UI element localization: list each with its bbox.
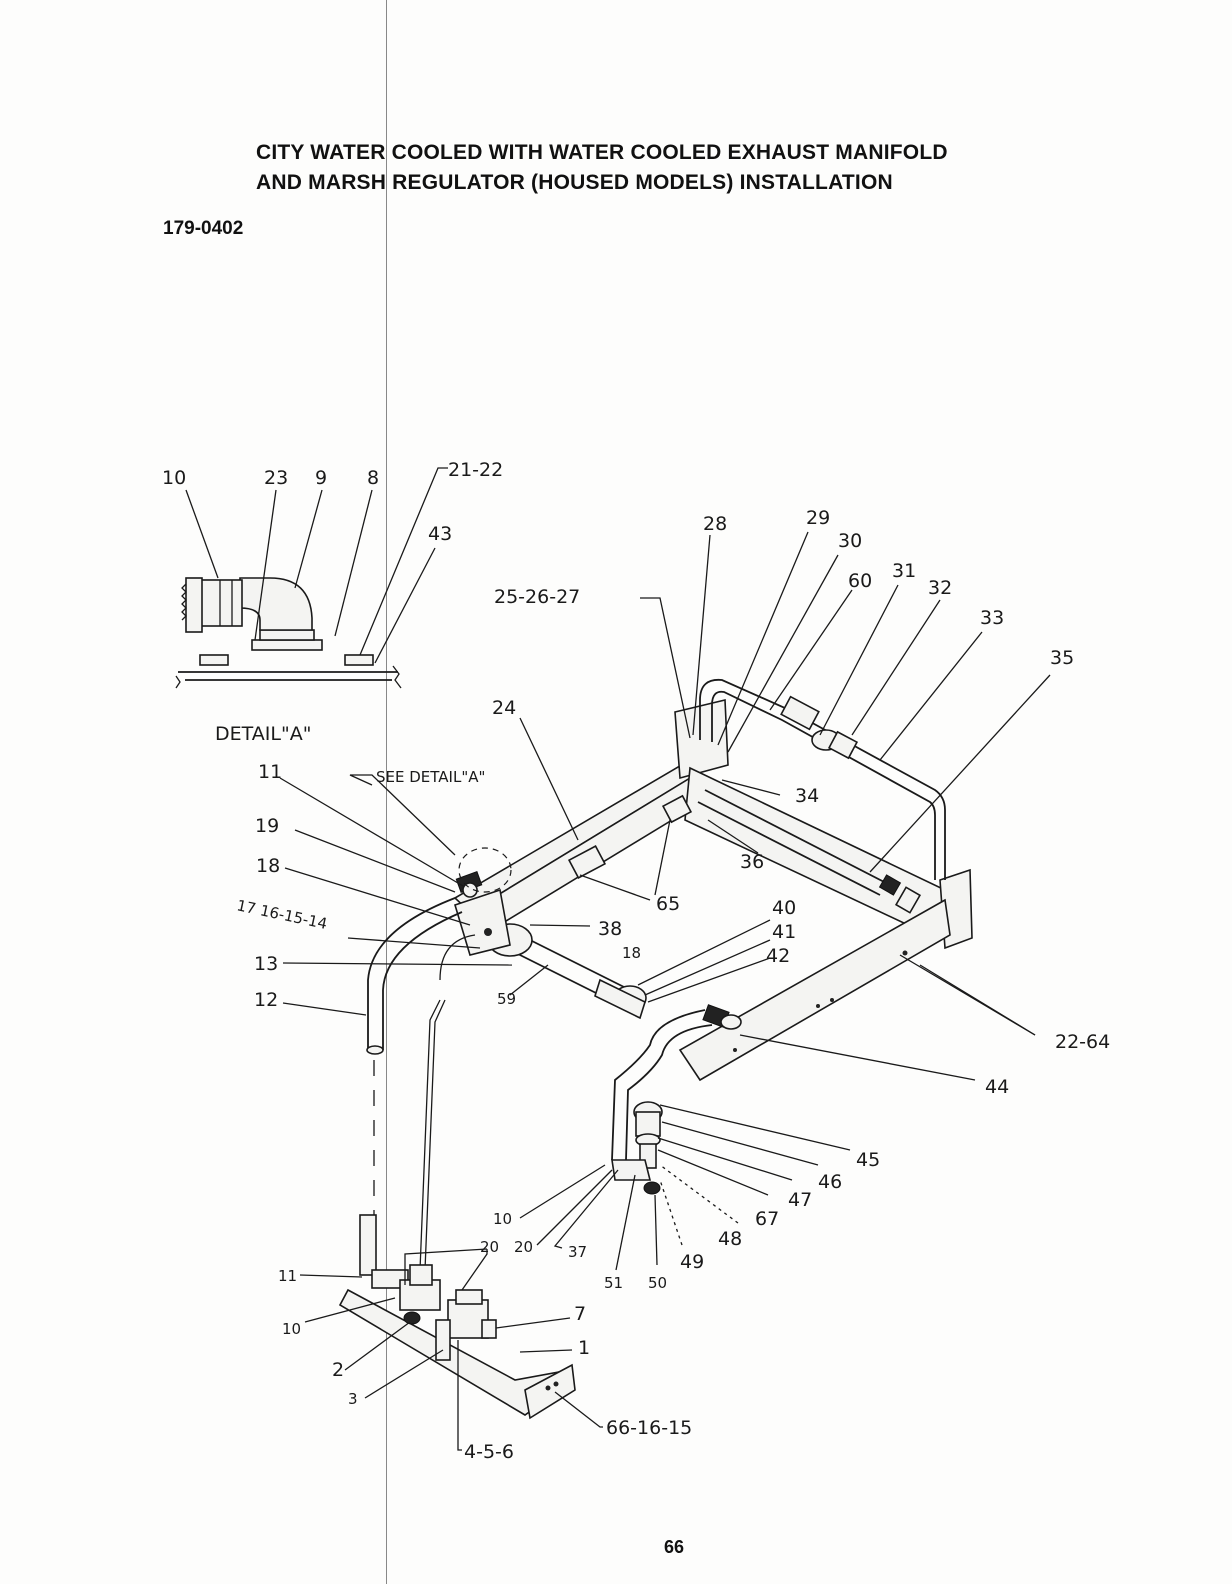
callout-10-top: 10: [162, 467, 186, 489]
title-line-2: AND MARSH REGULATOR (HOUSED MODELS) INST…: [256, 171, 893, 194]
callout-65: 65: [656, 893, 680, 915]
main-leaders: [279, 531, 1051, 1451]
callout-35: 35: [1050, 647, 1074, 669]
main-assembly: [338, 678, 973, 1420]
callout-labels: 10 23 9 8 21-22 43 DETAIL"A" SEE DETAIL"…: [162, 459, 1110, 1463]
callout-32: 32: [928, 577, 952, 599]
callout-31: 31: [892, 560, 916, 582]
detail-a-leaders: [185, 467, 448, 664]
callout-42: 42: [766, 945, 790, 967]
callout-22-64: 22-64: [1055, 1031, 1110, 1053]
callout-67: 67: [755, 1208, 779, 1230]
callout-66-16-15: 66-16-15: [606, 1417, 692, 1439]
detail-a-label: DETAIL"A": [215, 723, 311, 745]
callout-43: 43: [428, 523, 452, 545]
callout-34: 34: [795, 785, 819, 807]
callout-13: 13: [254, 953, 278, 975]
callout-59: 59: [497, 990, 516, 1008]
detail-a-drawing: [175, 577, 402, 689]
callout-17-16-15-14: 17 16-15-14: [235, 896, 329, 933]
callout-37: 37: [568, 1243, 587, 1261]
callout-1: 1: [578, 1337, 590, 1359]
callout-36: 36: [740, 851, 764, 873]
callout-38: 38: [598, 918, 622, 940]
callout-3: 3: [348, 1390, 358, 1408]
callout-44: 44: [985, 1076, 1009, 1098]
callout-12: 12: [254, 989, 278, 1011]
callout-20-mid: 20: [514, 1238, 533, 1256]
callout-2: 2: [332, 1359, 344, 1381]
callout-28: 28: [703, 513, 727, 535]
callout-7: 7: [574, 1303, 586, 1325]
callout-10-mid: 10: [493, 1210, 512, 1228]
callout-29: 29: [806, 507, 830, 529]
callout-40: 40: [772, 897, 796, 919]
title-line-1: CITY WATER COOLED WITH WATER COOLED EXHA…: [256, 141, 948, 164]
callout-24: 24: [492, 697, 516, 719]
callout-48: 48: [718, 1228, 742, 1250]
callout-23: 23: [264, 467, 288, 489]
callout-21-22: 21-22: [448, 459, 503, 481]
callout-46: 46: [818, 1171, 842, 1193]
callout-45: 45: [856, 1149, 880, 1171]
see-detail-a-label: SEE DETAIL"A": [376, 768, 485, 786]
callout-10-low: 10: [282, 1320, 301, 1338]
callout-4-5-6: 4-5-6: [464, 1441, 514, 1463]
callout-49: 49: [680, 1251, 704, 1273]
part-number: 179-0402: [163, 218, 244, 239]
callout-60: 60: [848, 570, 872, 592]
page-title: CITY WATER COOLED WITH WATER COOLED EXHA…: [256, 138, 948, 198]
callout-9: 9: [315, 467, 327, 489]
callout-11-top: 11: [258, 761, 282, 783]
page-number: 66: [664, 1537, 685, 1557]
callout-20-low: 20: [480, 1238, 499, 1256]
callout-25-26-27: 25-26-27: [494, 586, 580, 608]
callout-51: 51: [604, 1274, 623, 1292]
callout-41: 41: [772, 921, 796, 943]
callout-50: 50: [648, 1274, 667, 1292]
callout-30: 30: [838, 530, 862, 552]
callout-19: 19: [255, 815, 279, 837]
callout-18-small: 18: [622, 944, 641, 962]
callout-11-low: 11: [278, 1267, 297, 1285]
page-fold-line: [386, 0, 387, 1584]
callout-33: 33: [980, 607, 1004, 629]
callout-18-left: 18: [256, 855, 280, 877]
callout-47: 47: [788, 1189, 812, 1211]
callout-8: 8: [367, 467, 379, 489]
